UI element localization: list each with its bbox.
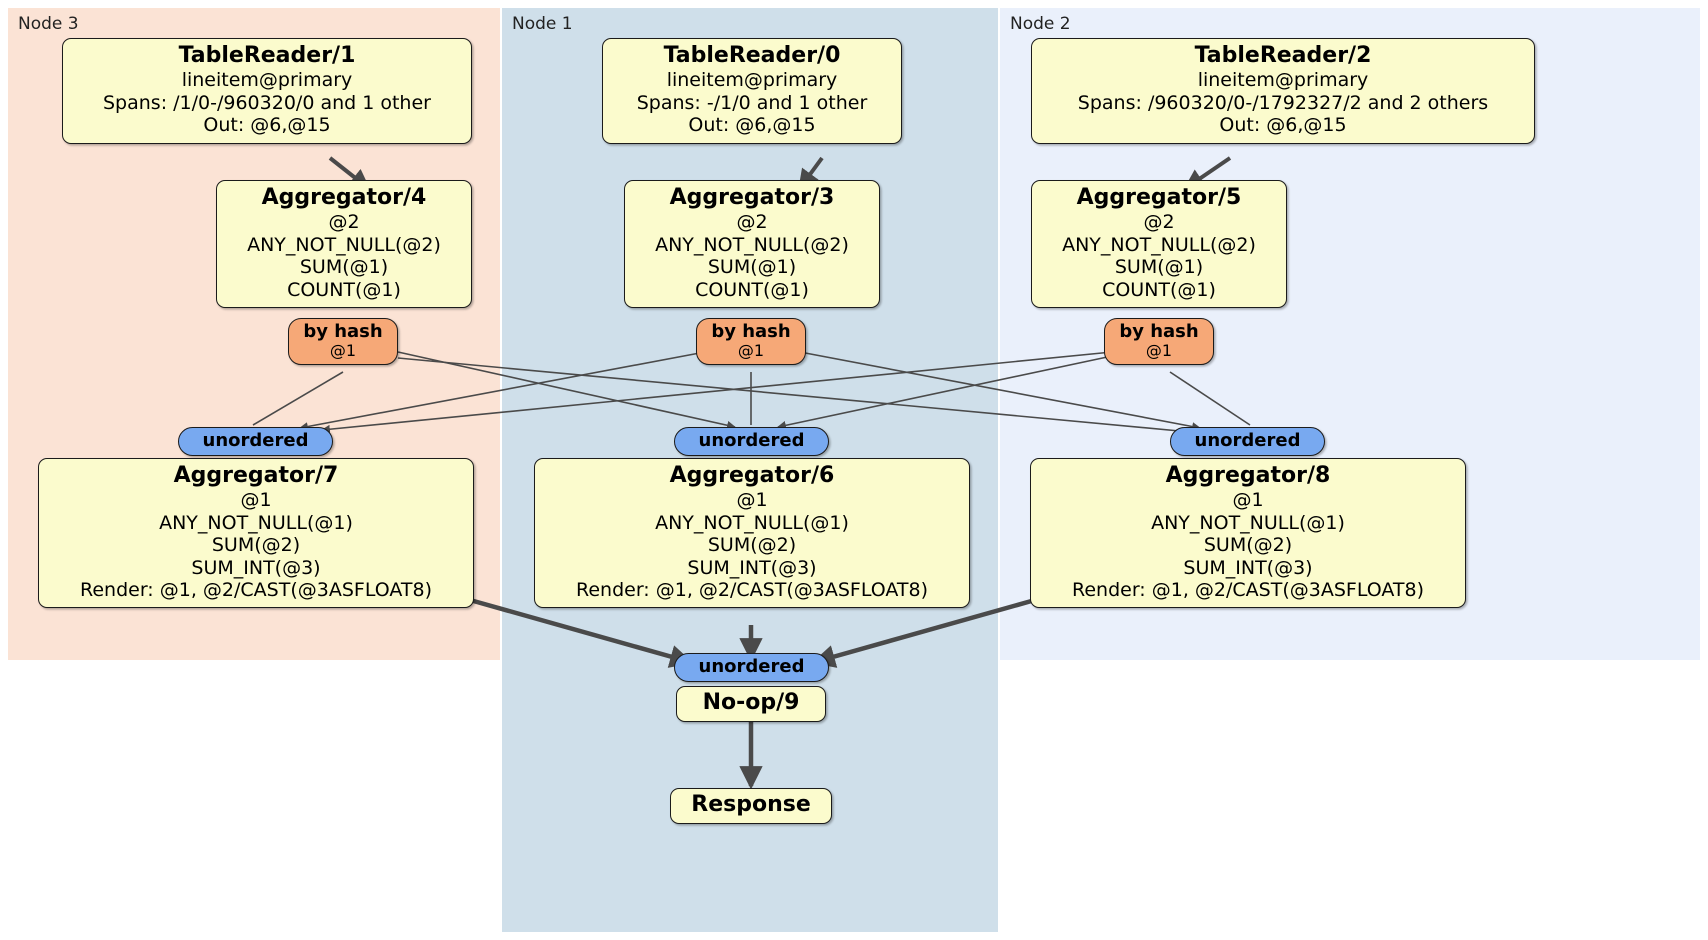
proc-title: Aggregator/6	[669, 463, 835, 488]
proc-tablereader-2[interactable]: TableReader/2 lineitem@primary Spans: /9…	[1031, 38, 1535, 144]
proc-line: Out: @6,@15	[688, 114, 816, 137]
proc-line: lineitem@primary	[666, 69, 838, 92]
proc-line: ANY_NOT_NULL(@1)	[1151, 511, 1345, 534]
proc-tablereader-0[interactable]: TableReader/0 lineitem@primary Spans: -/…	[602, 38, 902, 144]
receiver-title: unordered	[1194, 430, 1301, 451]
proc-line: @2	[736, 211, 768, 234]
proc-line: Render: @1, @2/CAST(@3ASFLOAT8)	[576, 579, 928, 602]
router-title: by hash	[711, 321, 791, 342]
proc-line: SUM(@2)	[1203, 534, 1293, 557]
proc-title: Response	[691, 792, 811, 817]
proc-line: SUM_INT(@3)	[1183, 556, 1313, 579]
proc-line: ANY_NOT_NULL(@1)	[655, 511, 849, 534]
proc-line: Render: @1, @2/CAST(@3ASFLOAT8)	[1072, 579, 1424, 602]
proc-aggregator-4[interactable]: Aggregator/4 @2 ANY_NOT_NULL(@2) SUM(@1)…	[216, 180, 472, 309]
router-subtitle: @1	[329, 341, 357, 361]
proc-line: SUM(@1)	[299, 256, 389, 279]
proc-title: TableReader/0	[663, 43, 841, 68]
proc-line: ANY_NOT_NULL(@1)	[159, 511, 353, 534]
proc-line: lineitem@primary	[181, 69, 353, 92]
proc-line: @1	[1232, 489, 1264, 512]
proc-line: Spans: /960320/0-/1792327/2 and 2 others	[1077, 91, 1489, 114]
proc-no-op-9[interactable]: No-op/9	[676, 686, 826, 723]
proc-line: SUM(@1)	[707, 256, 797, 279]
receiver-title: unordered	[698, 656, 805, 677]
proc-line: COUNT(@1)	[287, 278, 401, 301]
proc-line: @1	[240, 489, 272, 512]
receiver-title: unordered	[698, 430, 805, 451]
router-title: by hash	[1119, 321, 1199, 342]
proc-title: Aggregator/4	[261, 185, 427, 210]
router-by-hash-left[interactable]: by hash @1	[288, 318, 398, 366]
proc-line: @1	[736, 489, 768, 512]
proc-line: SUM(@2)	[707, 534, 797, 557]
proc-line: SUM_INT(@3)	[687, 556, 817, 579]
proc-line: Spans: /1/0-/960320/0 and 1 other	[103, 91, 431, 114]
proc-aggregator-8[interactable]: Aggregator/8 @1 ANY_NOT_NULL(@1) SUM(@2)…	[1030, 458, 1466, 609]
proc-line: Out: @6,@15	[203, 114, 331, 137]
node-panel-label: Node 1	[512, 14, 573, 34]
proc-title: No-op/9	[702, 690, 800, 715]
proc-aggregator-7[interactable]: Aggregator/7 @1 ANY_NOT_NULL(@1) SUM(@2)…	[38, 458, 474, 609]
proc-line: Spans: -/1/0 and 1 other	[636, 91, 868, 114]
proc-title: Aggregator/5	[1076, 185, 1242, 210]
proc-aggregator-6[interactable]: Aggregator/6 @1 ANY_NOT_NULL(@1) SUM(@2)…	[534, 458, 970, 609]
receiver-unordered-center[interactable]: unordered	[674, 427, 829, 457]
proc-aggregator-5[interactable]: Aggregator/5 @2 ANY_NOT_NULL(@2) SUM(@1)…	[1031, 180, 1287, 309]
proc-line: lineitem@primary	[1197, 69, 1369, 92]
proc-title: TableReader/2	[1194, 43, 1372, 68]
proc-line: @2	[328, 211, 360, 234]
receiver-unordered-right[interactable]: unordered	[1170, 427, 1325, 457]
proc-line: ANY_NOT_NULL(@2)	[1062, 233, 1256, 256]
proc-line: COUNT(@1)	[695, 278, 809, 301]
proc-line: Render: @1, @2/CAST(@3ASFLOAT8)	[80, 579, 432, 602]
proc-line: COUNT(@1)	[1102, 278, 1216, 301]
router-subtitle: @1	[737, 341, 765, 361]
receiver-unordered-left[interactable]: unordered	[178, 427, 333, 457]
router-subtitle: @1	[1145, 341, 1173, 361]
proc-line: SUM(@1)	[1114, 256, 1204, 279]
proc-line: SUM(@2)	[211, 534, 301, 557]
proc-aggregator-3[interactable]: Aggregator/3 @2 ANY_NOT_NULL(@2) SUM(@1)…	[624, 180, 880, 309]
proc-response[interactable]: Response	[670, 788, 832, 825]
router-by-hash-right[interactable]: by hash @1	[1104, 318, 1214, 366]
router-by-hash-center[interactable]: by hash @1	[696, 318, 806, 366]
proc-line: Out: @6,@15	[1219, 114, 1347, 137]
proc-tablereader-1[interactable]: TableReader/1 lineitem@primary Spans: /1…	[62, 38, 472, 144]
proc-title: Aggregator/7	[173, 463, 339, 488]
proc-title: Aggregator/8	[1165, 463, 1331, 488]
node-panel-label: Node 2	[1010, 14, 1071, 34]
receiver-title: unordered	[202, 430, 309, 451]
proc-title: TableReader/1	[178, 43, 356, 68]
proc-line: SUM_INT(@3)	[191, 556, 321, 579]
proc-line: ANY_NOT_NULL(@2)	[247, 233, 441, 256]
proc-line: @2	[1143, 211, 1175, 234]
receiver-unordered-final[interactable]: unordered	[674, 653, 829, 683]
proc-title: Aggregator/3	[669, 185, 835, 210]
node-panel-label: Node 3	[18, 14, 79, 34]
proc-line: ANY_NOT_NULL(@2)	[655, 233, 849, 256]
router-title: by hash	[303, 321, 383, 342]
